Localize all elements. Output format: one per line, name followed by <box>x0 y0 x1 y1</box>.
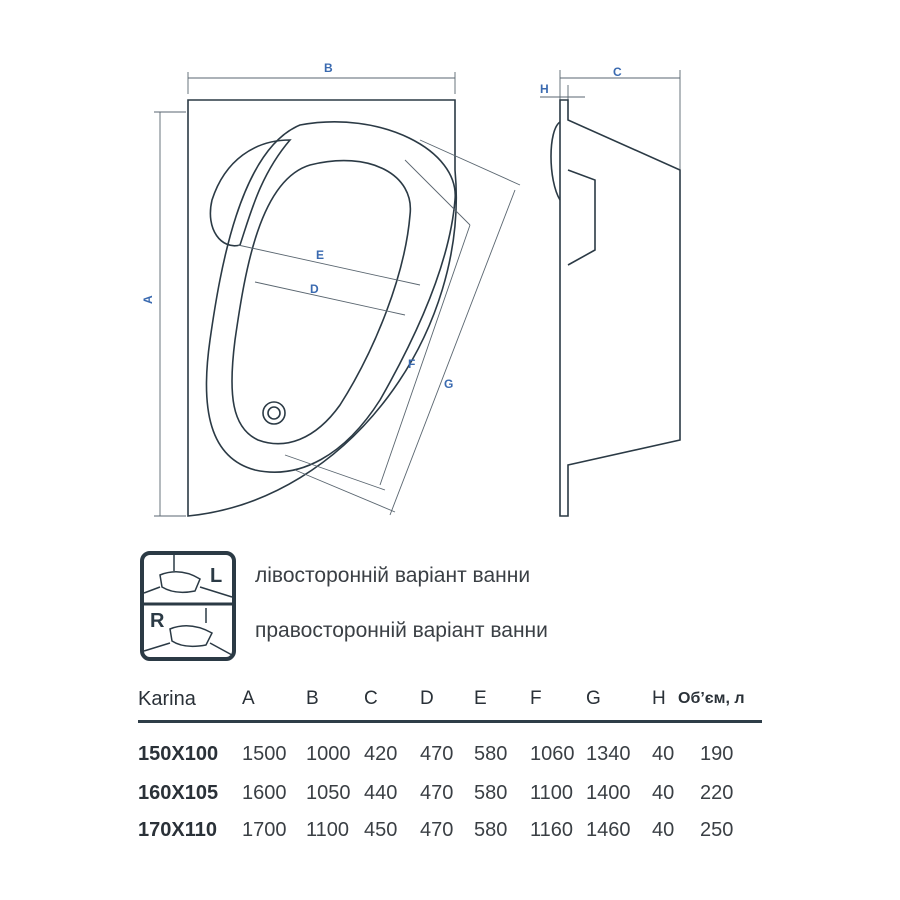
dim-label-a: A <box>141 295 155 304</box>
left-variant-label: лівосторонній варіант ванни <box>255 564 531 587</box>
svg-text:R: R <box>150 610 165 632</box>
value-cell: 440 <box>364 782 398 804</box>
dim-label-g: G <box>444 377 453 391</box>
table-row: 150X100 1500 1000 420 470 580 1060 1340 40 190 <box>138 722 762 776</box>
left-right-variant-icon: L R <box>140 551 236 661</box>
bathtub-technical-drawing: B A E D F G C H <box>141 61 681 517</box>
value-cell: 220 <box>700 782 734 804</box>
bowl-inner <box>231 159 412 445</box>
value-cell: 580 <box>474 782 508 804</box>
value-cell: 470 <box>420 819 454 841</box>
header-a: A <box>242 688 255 709</box>
header-e: E <box>474 688 487 709</box>
value-cell: 450 <box>364 819 398 841</box>
dim-label-h: H <box>540 82 549 96</box>
value-cell: 1060 <box>530 742 575 765</box>
dim-label-c: C <box>613 65 622 79</box>
header-f: F <box>530 688 542 709</box>
value-cell: 470 <box>420 782 454 804</box>
value-cell: 1100 <box>530 782 574 804</box>
value-cell: 190 <box>700 742 734 765</box>
side-view-outline <box>559 99 681 517</box>
value-cell: 1000 <box>306 742 351 765</box>
headrest <box>209 139 292 247</box>
header-c: C <box>364 688 378 709</box>
right-variant-label: правосторонній варіант ванни <box>255 619 548 642</box>
value-cell: 1340 <box>586 742 631 765</box>
table-row: 170X110 1700 1100 450 470 580 1160 1460 40 250 <box>138 812 762 849</box>
table-row: 160X105 1600 1050 440 470 580 1100 1400 40 220 <box>138 775 762 812</box>
header-h: H <box>652 688 666 709</box>
dim-label-f: F <box>408 357 415 371</box>
header-b: B <box>306 688 319 709</box>
value-cell: 250 <box>700 819 734 841</box>
value-cell: 580 <box>474 819 508 841</box>
value-cell: 580 <box>474 742 508 765</box>
dim-label-d: D <box>310 282 319 296</box>
header-d: D <box>420 688 434 709</box>
header-volume: Об’єм, л <box>678 690 745 707</box>
top-view-outline <box>187 99 457 517</box>
svg-text:L: L <box>210 565 222 587</box>
value-cell: 1050 <box>306 782 351 804</box>
value-cell: 1100 <box>306 819 350 841</box>
dim-label-b: B <box>324 61 333 75</box>
value-cell: 1400 <box>586 782 631 804</box>
model-cell: 160X105 <box>138 782 219 804</box>
header-g: G <box>586 688 601 709</box>
bowl-rim <box>205 121 456 473</box>
value-cell: 40 <box>652 742 675 765</box>
value-cell: 40 <box>652 782 675 804</box>
table-header-row: Karina A B C D E F G H Об’єм, л <box>138 686 762 722</box>
value-cell: 1700 <box>242 819 287 841</box>
model-cell: 150X100 <box>138 742 219 765</box>
value-cell: 470 <box>420 742 454 765</box>
value-cell: 1500 <box>242 742 287 765</box>
value-cell: 1600 <box>242 782 287 804</box>
model-cell: 170X110 <box>138 819 217 841</box>
header-model: Karina <box>138 687 196 710</box>
dim-label-e: E <box>316 248 324 262</box>
value-cell: 1160 <box>530 819 574 841</box>
value-cell: 1460 <box>586 819 631 841</box>
value-cell: 420 <box>364 742 398 765</box>
drain <box>262 401 286 425</box>
value-cell: 40 <box>652 819 675 841</box>
